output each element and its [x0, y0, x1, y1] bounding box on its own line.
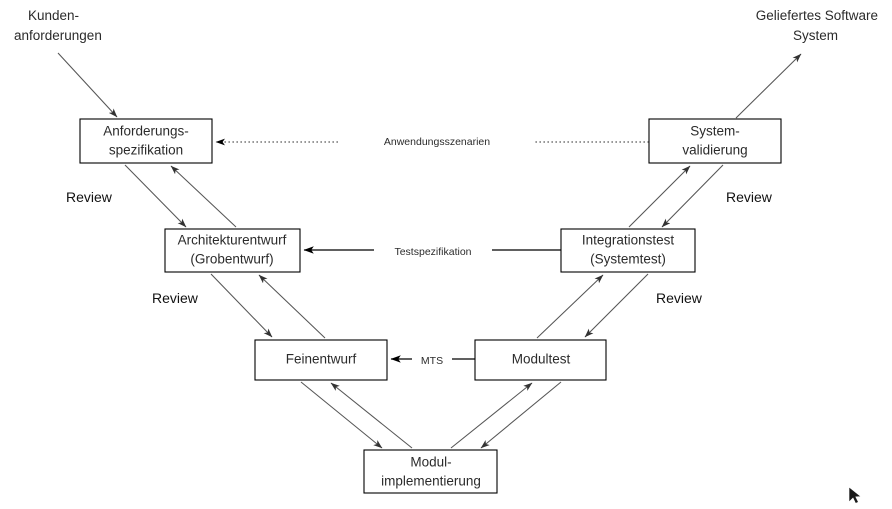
box-anforderungsspezifikation-line2: spezifikation	[109, 143, 183, 158]
label-kundenanforderungen: Kunden- anforderungen	[14, 8, 102, 43]
box-feinentwurf-label: Feinentwurf	[286, 352, 357, 367]
label-review-left-upper: Review	[66, 189, 113, 205]
label-bg-mts	[412, 351, 452, 368]
edge-feinentwurf-to-modulimplementierung	[300, 381, 383, 449]
box-architekturentwurf-line2: (Grobentwurf)	[190, 252, 273, 267]
label-bg-testspezifikation	[374, 242, 492, 259]
box-integrationstest-line1: Integrationstest	[582, 233, 675, 248]
box-modultest[interactable]: Modultest	[474, 339, 607, 381]
box-modulimplementierung-line2: implementierung	[381, 474, 481, 489]
box-modulimplementierung-line1: Modul-	[410, 455, 451, 470]
box-integrationstest[interactable]: Integrationstest (Systemtest)	[560, 228, 696, 273]
label-geliefertes-software-system-line2: System	[793, 28, 838, 43]
label-kundenanforderungen-line2: anforderungen	[14, 28, 102, 43]
label-bg-anwendungsszenarien	[339, 132, 535, 149]
label-kundenanforderungen-line1: Kunden-	[28, 8, 79, 23]
label-review-left-lower: Review	[152, 290, 199, 306]
edge-architekturentwurf-to-feinentwurf	[210, 273, 273, 338]
edge-architekturentwurf-to-anforderungsspezifikation-review	[170, 165, 237, 228]
box-systemvalidierung[interactable]: System- validierung	[648, 118, 782, 164]
edge-label-testspezifikation: Testspezifikation	[394, 246, 471, 258]
edge-systemvalidierung-to-integrationstest-review	[661, 164, 724, 228]
box-modultest-label: Modultest	[512, 352, 571, 367]
box-anforderungsspezifikation[interactable]: Anforderungs- spezifikation	[79, 118, 213, 164]
edge-anforderungsspezifikation-to-architekturentwurf	[124, 164, 187, 228]
edge-modulimplementierung-to-feinentwurf-review	[330, 382, 413, 449]
mouse-cursor-icon	[848, 486, 862, 504]
edge-integrationstest-to-modultest-review	[584, 273, 649, 338]
label-geliefertes-software-system: Geliefertes Software System	[756, 8, 878, 43]
edge-feinentwurf-to-architekturentwurf-review	[258, 274, 326, 339]
edge-label-mts: MTS	[421, 355, 443, 367]
label-review-right-upper: Review	[726, 189, 773, 205]
edge-modultest-to-integrationstest	[536, 274, 604, 339]
edge-kundenanforderungen-to-anforderungsspezifikation	[57, 52, 118, 118]
box-architekturentwurf-line1: Architekturentwurf	[178, 233, 287, 248]
edge-modultest-to-modulimplementierung-review	[480, 381, 562, 449]
box-systemvalidierung-line1: System-	[690, 124, 740, 139]
label-review-right-lower: Review	[656, 290, 703, 306]
box-feinentwurf[interactable]: Feinentwurf	[254, 339, 388, 381]
edge-integrationstest-to-systemvalidierung	[628, 165, 691, 228]
edge-modulimplementierung-to-modultest	[450, 382, 533, 449]
edge-label-anwendungsszenarien: Anwendungsszenarien	[384, 136, 490, 148]
box-modulimplementierung[interactable]: Modul- implementierung	[363, 449, 498, 494]
box-anforderungsspezifikation-line1: Anforderungs-	[103, 124, 189, 139]
box-integrationstest-line2: (Systemtest)	[590, 252, 666, 267]
edge-systemvalidierung-to-geliefertes-system	[735, 53, 802, 119]
box-systemvalidierung-line2: validierung	[682, 143, 747, 158]
label-geliefertes-software-system-line1: Geliefertes Software	[756, 8, 878, 23]
box-architekturentwurf[interactable]: Architekturentwurf (Grobentwurf)	[164, 228, 301, 273]
